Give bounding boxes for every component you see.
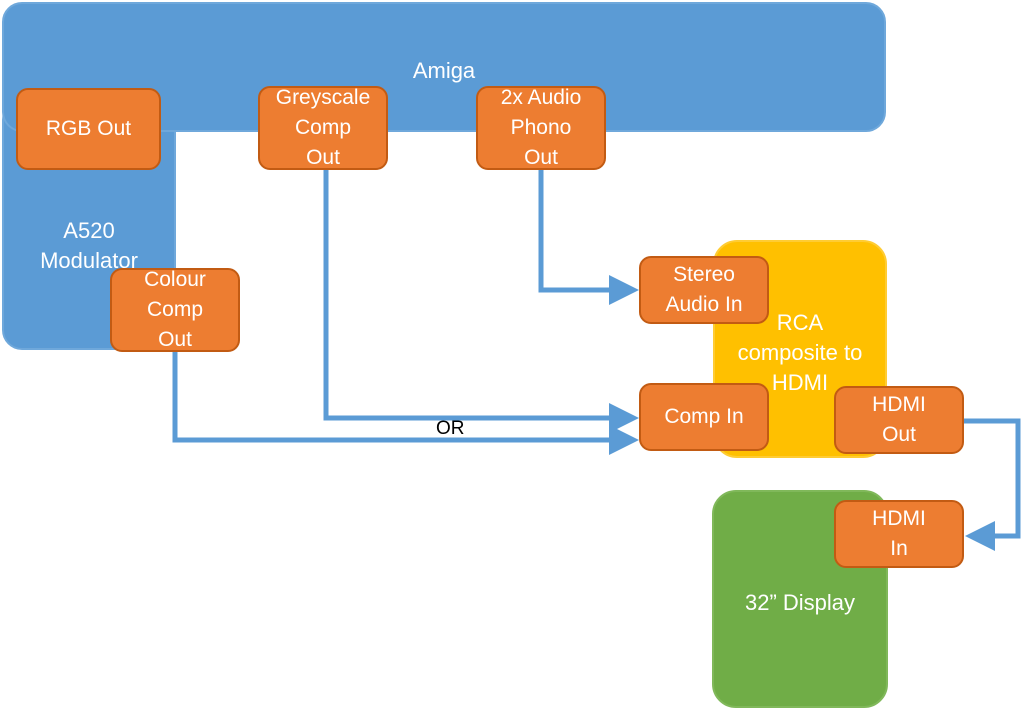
audio-phono-out-port: 2x Audio Phono Out bbox=[476, 86, 606, 170]
audio-phono-out-line-3: Out bbox=[524, 146, 558, 169]
converter-label-line-2: composite to bbox=[737, 340, 863, 365]
rgb-out-label: RGB Out bbox=[45, 117, 132, 140]
stereo-audio-in-line-1: Stereo bbox=[673, 263, 735, 286]
hdmi-in-port: HDMI In bbox=[834, 500, 964, 568]
hdmi-in-line-1: HDMI bbox=[872, 507, 926, 530]
hdmi-in-line-2: In bbox=[890, 537, 908, 560]
colour-comp-out-line-3: Out bbox=[158, 328, 192, 351]
colour-comp-out-port: Colour Comp Out bbox=[110, 268, 240, 352]
hdmi-out-line-2: Out bbox=[882, 423, 916, 446]
stereo-audio-in-port: Stereo Audio In bbox=[639, 256, 769, 324]
converter-label-line-3: HDMI bbox=[771, 370, 829, 395]
amiga-label: Amiga bbox=[412, 58, 476, 83]
greyscale-comp-out-port: Greyscale Comp Out bbox=[258, 86, 388, 170]
amiga-block: Amiga bbox=[2, 2, 886, 132]
converter-label-line-1: RCA bbox=[776, 310, 824, 335]
greyscale-comp-out-line-1: Greyscale bbox=[275, 86, 371, 109]
colour-comp-out-line-2: Comp bbox=[146, 298, 204, 321]
hdmi-out-port: HDMI Out bbox=[834, 386, 964, 454]
comp-in-label: Comp In bbox=[664, 405, 744, 428]
wire-greyscale-to-comp-in bbox=[323, 168, 639, 433]
greyscale-comp-out-line-2: Comp bbox=[294, 116, 352, 139]
audio-phono-out-line-1: 2x Audio bbox=[500, 86, 582, 109]
wire-audio-to-stereo-in bbox=[538, 168, 639, 305]
wire-hdmi-out-to-hdmi-in bbox=[964, 418, 1021, 551]
or-label: OR bbox=[436, 418, 465, 439]
rgb-out-port: RGB Out bbox=[16, 88, 161, 170]
comp-in-port: Comp In bbox=[639, 383, 769, 451]
display-label: 32” Display bbox=[744, 590, 856, 615]
greyscale-comp-out-line-3: Out bbox=[306, 146, 340, 169]
modulator-label-line-1: A520 bbox=[63, 218, 115, 243]
wire-colour-to-comp-in bbox=[172, 350, 639, 455]
colour-comp-out-line-1: Colour bbox=[144, 268, 206, 291]
stereo-audio-in-line-2: Audio In bbox=[665, 293, 743, 316]
hdmi-out-line-1: HDMI bbox=[872, 393, 926, 416]
audio-phono-out-line-2: Phono bbox=[510, 116, 572, 139]
